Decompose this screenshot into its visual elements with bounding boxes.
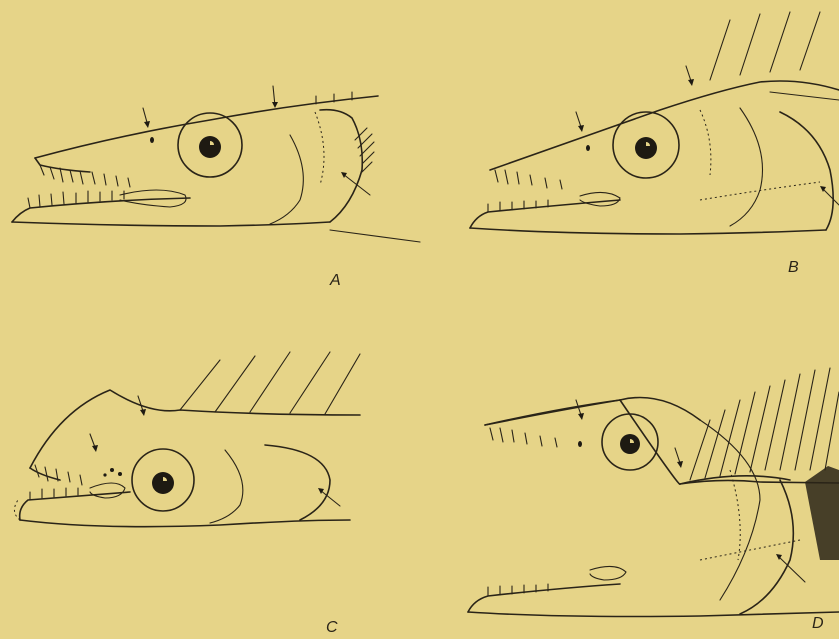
panel-label-d: D <box>812 615 824 632</box>
panel-label-a: A <box>329 272 341 289</box>
panel-b-fish-head: B <box>470 12 839 276</box>
panel-d-fish-head: D <box>468 368 839 632</box>
panel-c-fish-head: C <box>14 352 360 636</box>
panel-label-b: B <box>788 259 799 276</box>
panel-a-fish-head: A <box>12 86 420 289</box>
panel-label-c: C <box>326 619 338 636</box>
